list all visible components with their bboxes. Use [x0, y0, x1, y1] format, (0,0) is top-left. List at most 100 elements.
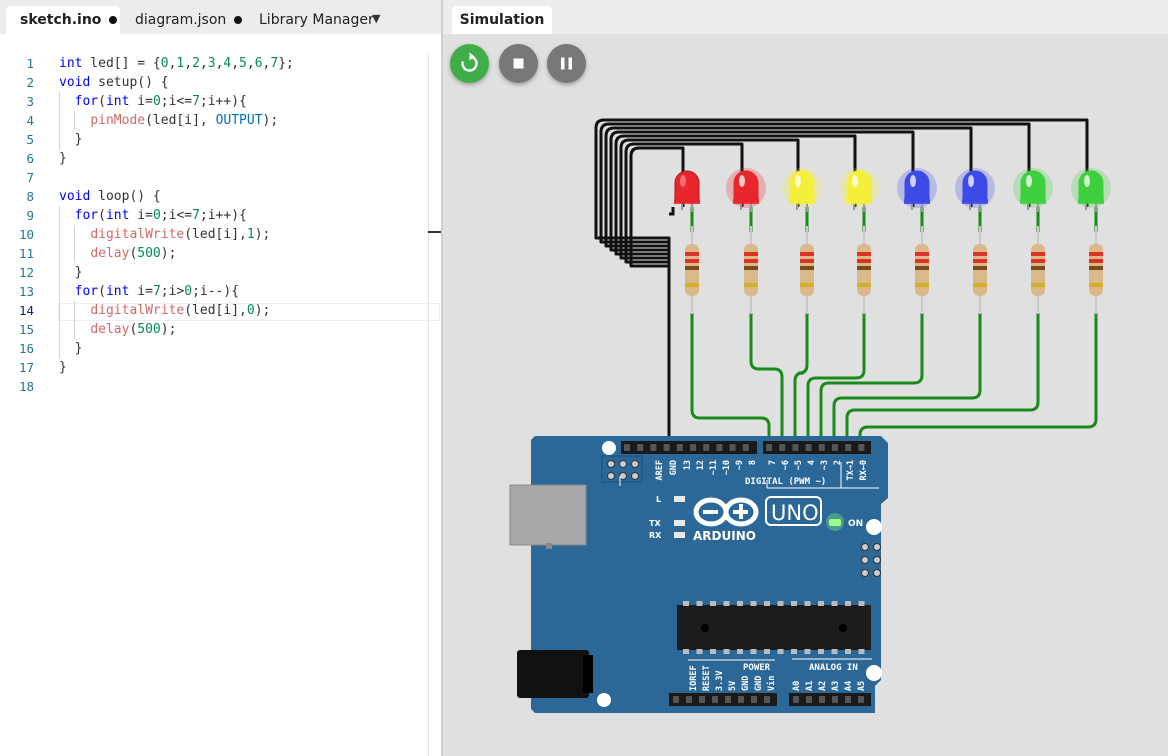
tab-simulation[interactable]: Simulation [452, 6, 552, 34]
code-line[interactable]: 9 for(int i=0;i<=7;i++){ [0, 206, 441, 225]
power-pin-label: RESET [702, 665, 712, 691]
chip-pin [750, 649, 757, 654]
tx-led-label: TX [649, 519, 661, 528]
resistor-band [857, 252, 871, 256]
resistor-band [973, 266, 987, 270]
editor-scroll-marker[interactable] [428, 231, 441, 233]
code-line[interactable]: 6} [0, 149, 441, 168]
tabs-dropdown-caret-icon[interactable]: ▼ [372, 12, 381, 25]
chip-pin [777, 649, 784, 654]
chip-pin [723, 649, 730, 654]
icsp-header [601, 455, 643, 483]
digital-pin-label: GND [669, 460, 679, 475]
header-pin [832, 444, 838, 451]
icsp-pin [873, 556, 881, 564]
code-text: int led[] = {0,1,2,3,4,5,6,7}; [59, 56, 294, 71]
code-line[interactable]: 7 [0, 168, 441, 187]
resistor-band [915, 259, 929, 263]
mounting-hole [866, 519, 882, 535]
ground-wire [604, 126, 973, 447]
code-line[interactable]: 12 } [0, 263, 441, 282]
code-line[interactable]: 10 digitalWrite(led[i],1); [0, 225, 441, 244]
atmega-chip [677, 605, 871, 650]
resistor-band [857, 259, 871, 263]
led-highlight [1084, 175, 1090, 187]
ground-wire [614, 134, 857, 447]
header-block [669, 693, 777, 706]
header-pin [690, 444, 696, 451]
code-text: pinMode(led[i], OUTPUT); [90, 113, 279, 128]
analog-pin-label: A4 [844, 681, 854, 691]
header-pin [751, 696, 757, 703]
simulation-pane: Simulation [443, 0, 1168, 756]
code-line[interactable]: 3 for(int i=0;i<=7;i++){ [0, 92, 441, 111]
chip-pin [737, 601, 743, 606]
header-pin [637, 444, 644, 451]
code-line[interactable]: 13 for(int i=7;i>0;i--){ [0, 282, 441, 301]
chip-pins [683, 601, 865, 654]
header-pin [806, 696, 812, 703]
stop-simulation-button[interactable] [499, 44, 538, 83]
header-pin [686, 696, 692, 703]
led-rim [733, 199, 759, 204]
led-rim [789, 199, 815, 204]
indent-guide [74, 225, 75, 263]
power-pin-label: GND [741, 676, 751, 691]
editor-scrollbar-track[interactable] [428, 54, 429, 756]
code-line[interactable]: 5 } [0, 130, 441, 149]
icsp-pin [861, 556, 869, 564]
tab-label: Library Manager [259, 12, 374, 28]
led-red [733, 170, 759, 203]
chip-pin [764, 601, 770, 606]
tab-library-manager[interactable]: Library Manager [245, 6, 395, 34]
uno-label-box [765, 496, 822, 526]
pane-split-divider[interactable] [441, 0, 443, 756]
code-line[interactable]: 18 [0, 377, 441, 396]
code-line[interactable]: 15 delay(500); [0, 320, 441, 339]
icsp-frame [601, 455, 643, 483]
signal-wires [690, 207, 1098, 447]
resistor-band [857, 266, 871, 270]
code-line[interactable]: 16 } [0, 339, 441, 358]
resistor-band [744, 266, 758, 270]
digital-pin-label: ~9 [735, 460, 745, 470]
led-green [1078, 170, 1104, 203]
header-pin [673, 696, 679, 703]
led-rim [962, 199, 988, 204]
restart-simulation-button[interactable] [450, 44, 489, 83]
power-analog-headers [669, 693, 871, 706]
header-pin [663, 444, 670, 451]
signal-wire [690, 313, 771, 447]
header-block [763, 441, 871, 454]
icsp-pin [619, 460, 627, 468]
code-line[interactable]: 4 pinMode(led[i], OUTPUT); [0, 111, 441, 130]
chip-pin [683, 601, 689, 606]
code-line[interactable]: 14 digitalWrite(led[i],0); [0, 301, 441, 320]
header-pin [819, 696, 825, 703]
code-text: for(int i=0;i<=7;i++){ [74, 208, 247, 223]
header-pin [729, 444, 736, 451]
chip-pin [845, 601, 851, 606]
code-line[interactable]: 11 delay(500); [0, 244, 441, 263]
header-pin [716, 444, 723, 451]
resistor-band [1031, 266, 1045, 270]
ground-wire [669, 207, 675, 216]
pause-simulation-button[interactable] [547, 44, 586, 83]
power-header-label: POWER [743, 663, 771, 673]
icsp-pin [619, 472, 627, 480]
header-pin [805, 444, 812, 451]
code-line[interactable]: 17} [0, 358, 441, 377]
led-highlight [680, 175, 686, 187]
digital-pin-label: TX→1 [846, 460, 856, 480]
line-number: 5 [26, 132, 34, 147]
digital-pin-label: AREF [655, 460, 665, 480]
tab-sketch-ino[interactable]: sketch.ino [6, 6, 120, 34]
arduino-brand-label: ARDUINO [693, 529, 756, 543]
tab-diagram-json[interactable]: diagram.json [121, 6, 243, 34]
header-pin [818, 444, 825, 451]
